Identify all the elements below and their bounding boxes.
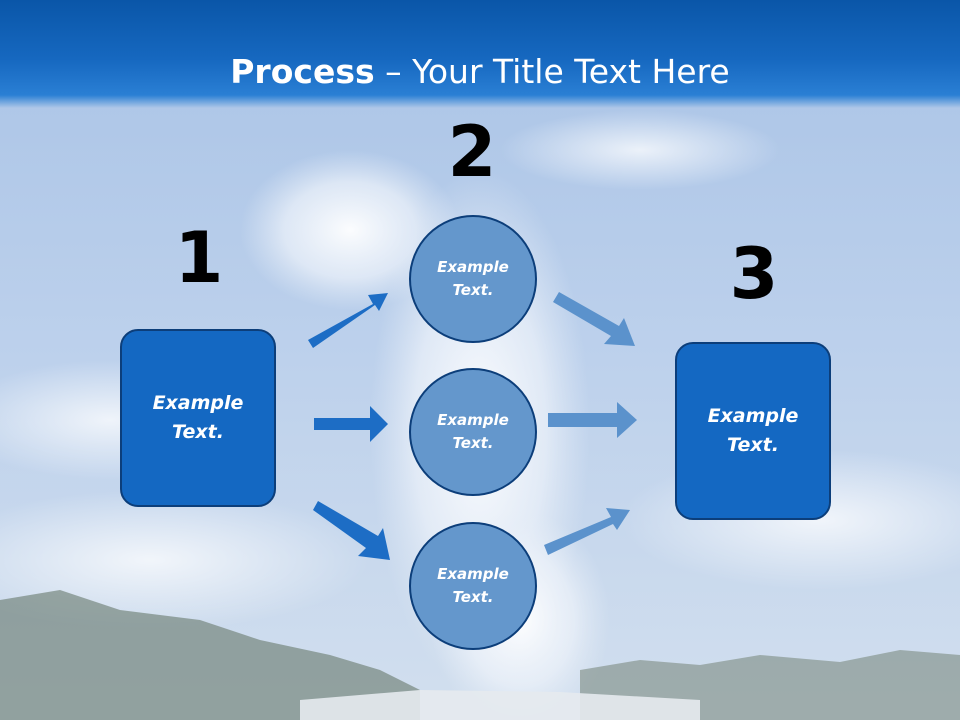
title-rest: – Your Title Text Here [374, 52, 730, 91]
arrow-1-to-2-middle [314, 406, 388, 442]
slide-title: Process – Your Title Text Here [0, 52, 960, 91]
title-bold: Process [230, 52, 375, 91]
step-2-number: 2 [447, 111, 497, 193]
arrow-2-to-3-top [553, 292, 635, 346]
step-1-number: 1 [174, 217, 224, 299]
arrow-1-to-2-top [308, 293, 388, 348]
arrow-1-to-2-bottom [313, 501, 390, 560]
title-bar [0, 0, 960, 108]
arrow-2-to-3-middle [548, 402, 637, 438]
arrow-2-to-3-bottom [544, 508, 630, 555]
step-3-number: 3 [729, 233, 779, 315]
